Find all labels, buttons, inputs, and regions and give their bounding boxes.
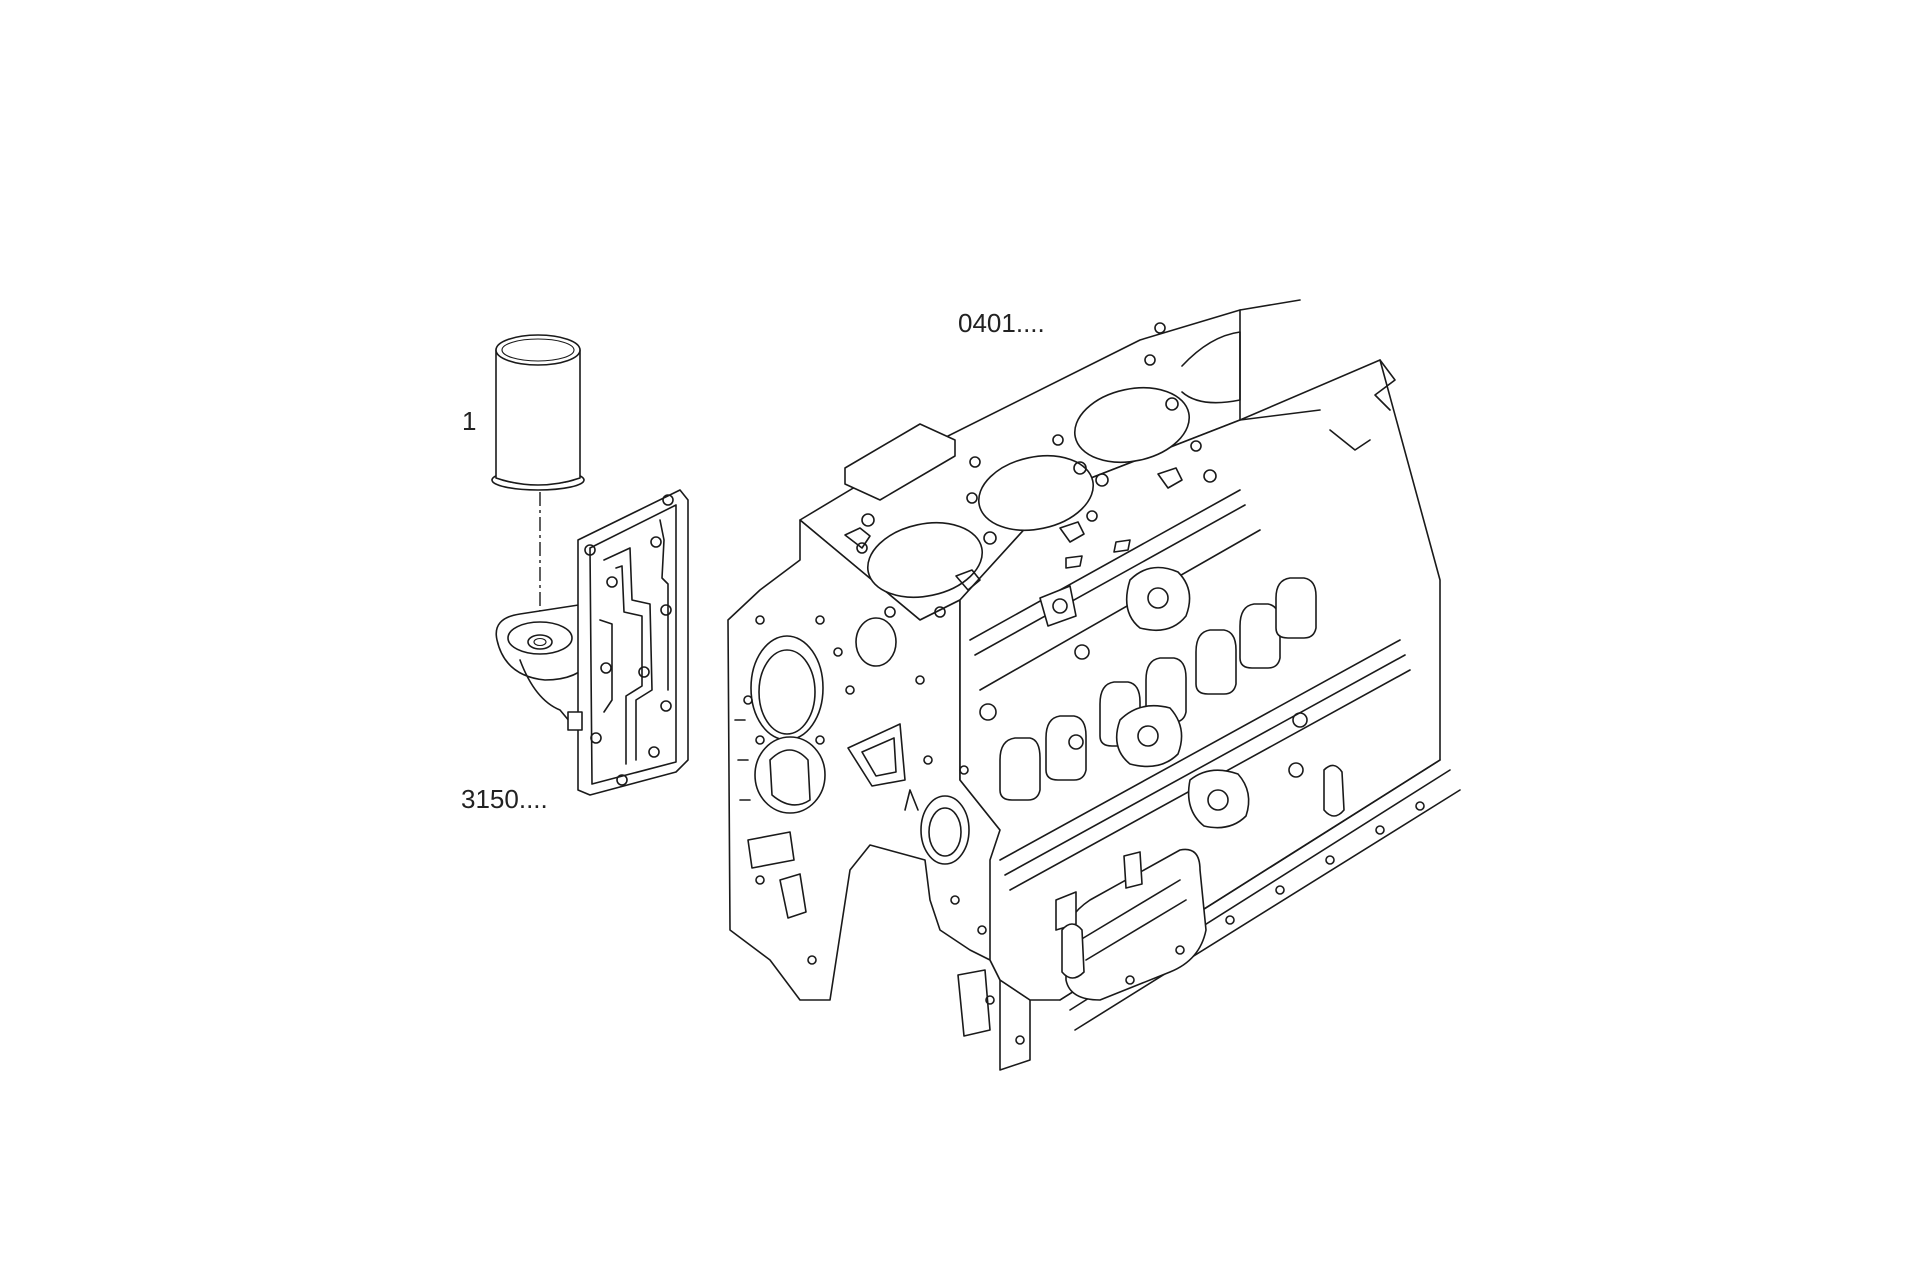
oil-filter-cartridge	[491, 334, 585, 491]
oil-filter-support	[495, 489, 689, 796]
engine-block	[727, 299, 1461, 1071]
oil-filter-part-label: 1	[462, 406, 477, 436]
engine-block-part-label: 0401....	[958, 308, 1045, 338]
filter-support-part-label: 3150....	[461, 784, 548, 814]
